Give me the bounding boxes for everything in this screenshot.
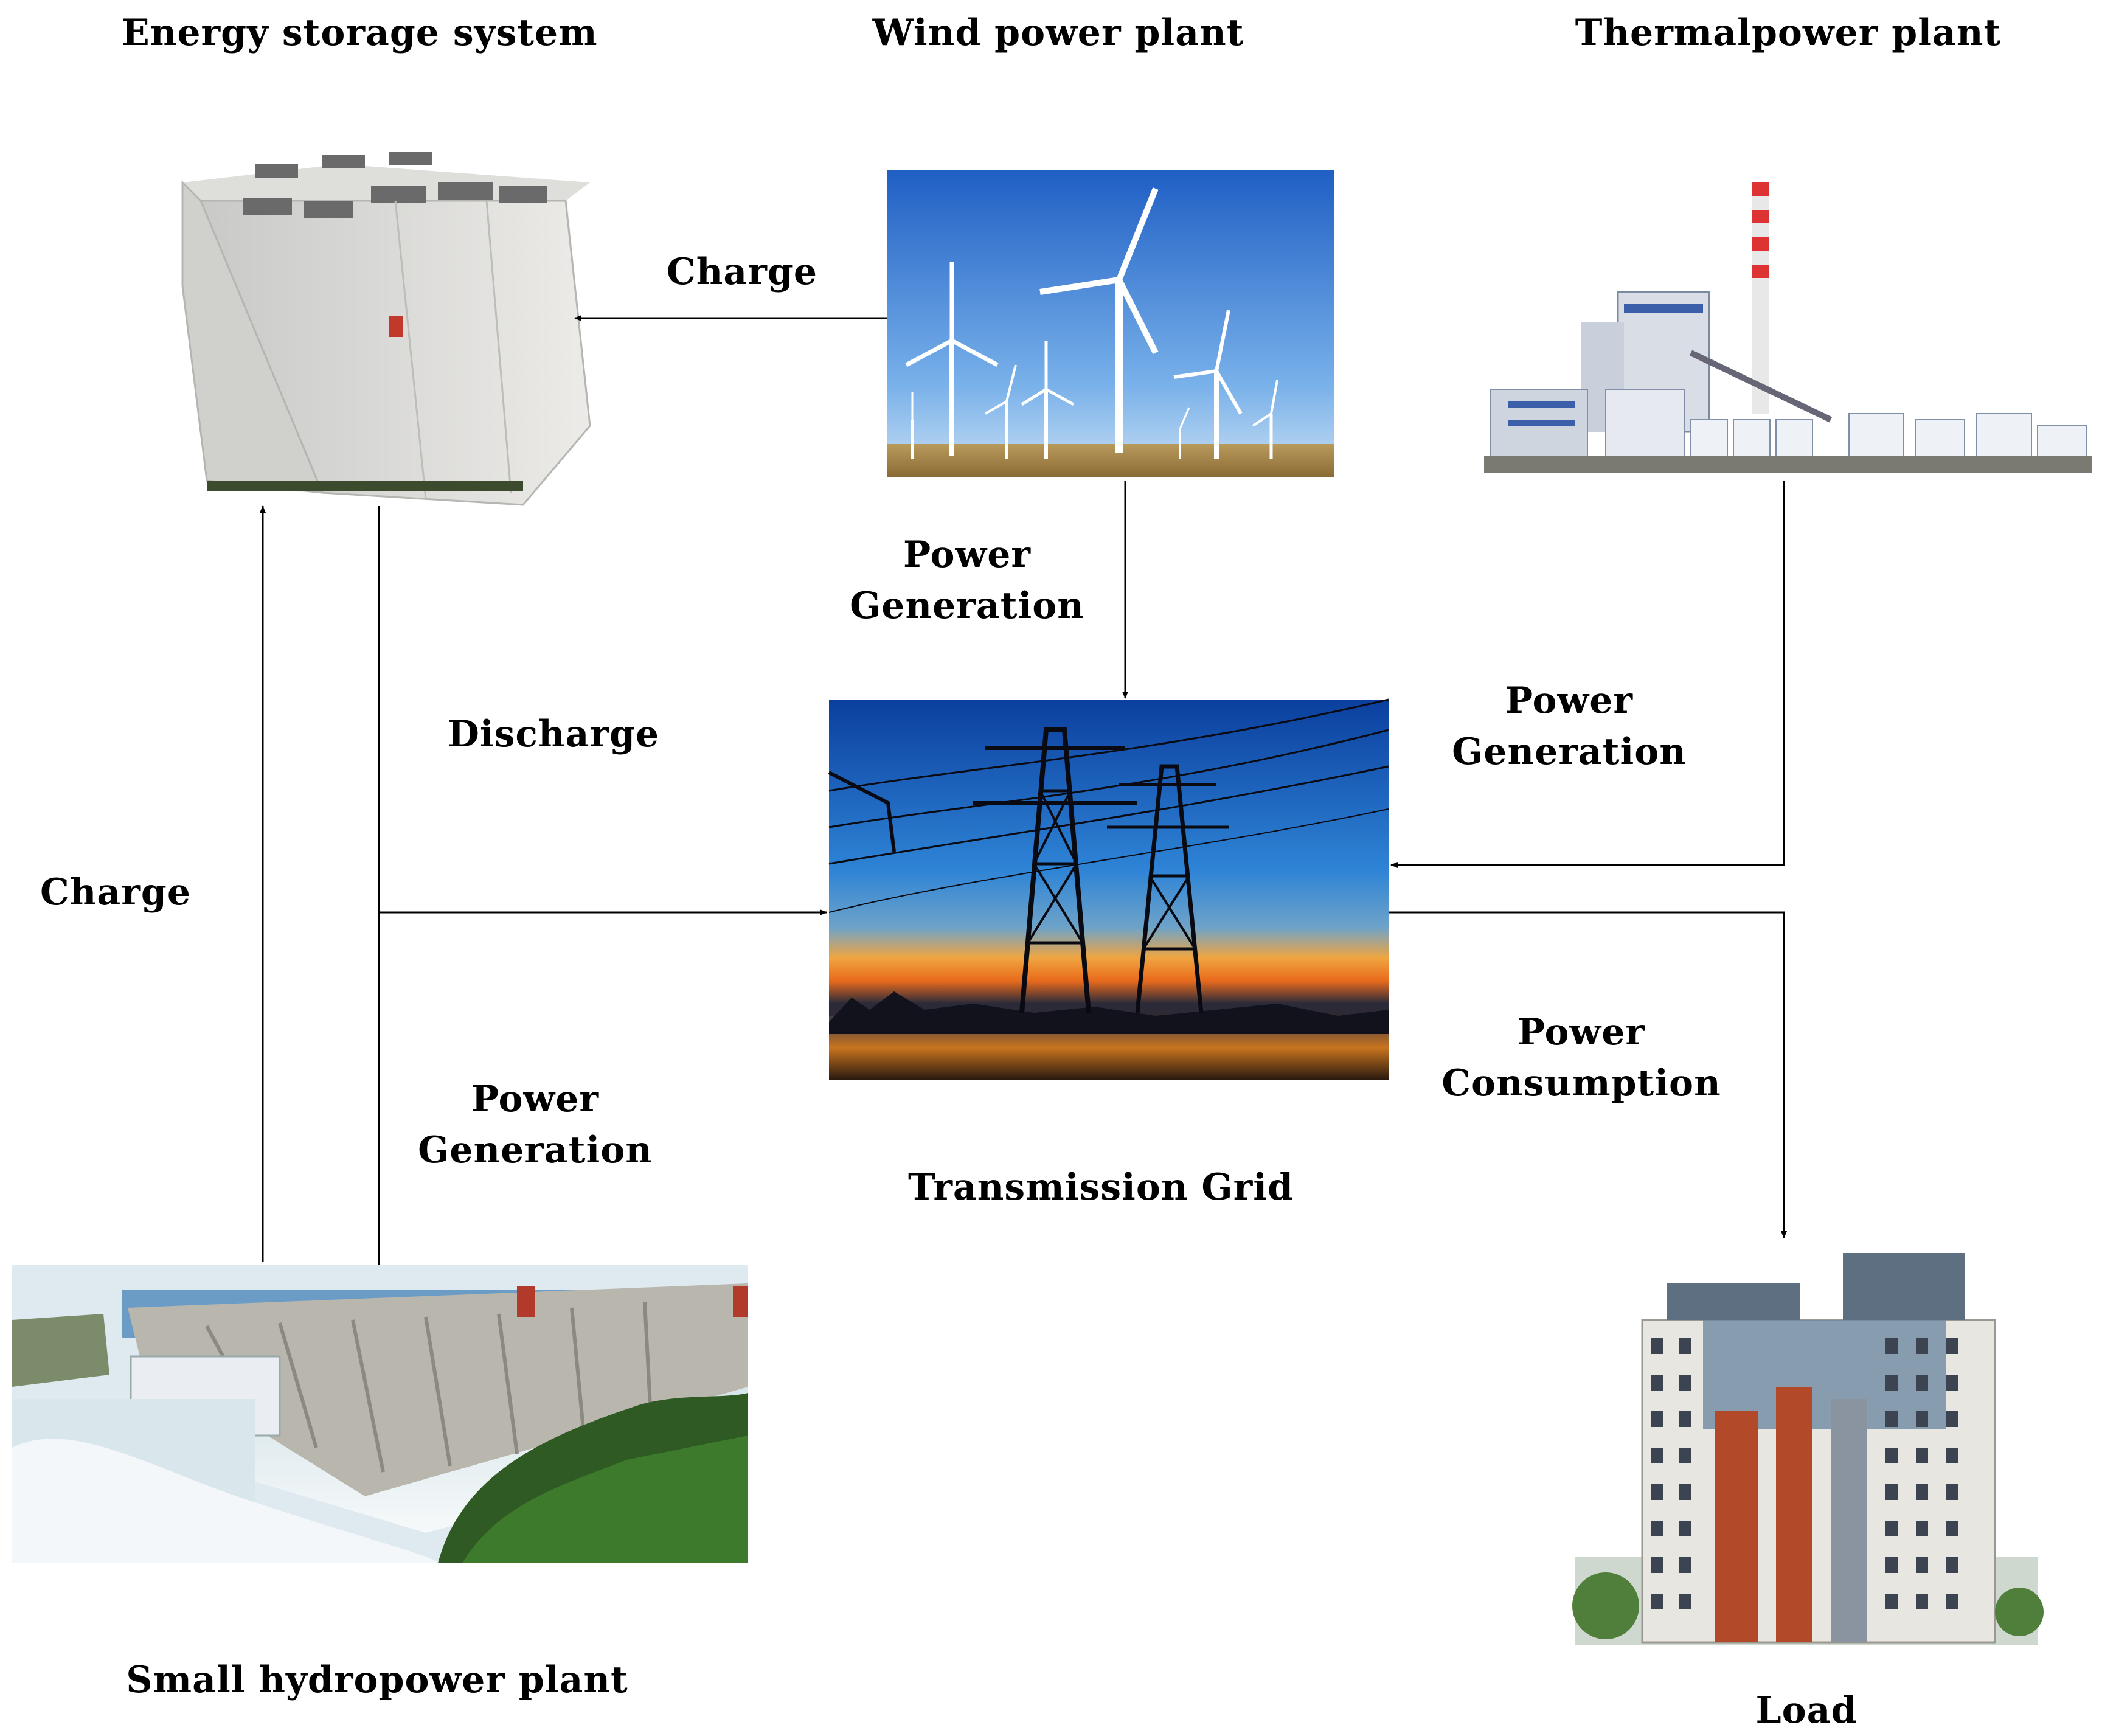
charge-label-hydro: Charge (40, 871, 191, 914)
wind-plant-image (887, 170, 1334, 477)
energy-storage-image (181, 152, 591, 506)
load-title: Load (1755, 1689, 1857, 1732)
load-building-image (1572, 1253, 2044, 1645)
connectors (260, 315, 1787, 1265)
arrow-grid-to-load (1389, 911, 1787, 1238)
wind-plant-title: Wind power plant (872, 12, 1244, 54)
discharge-label: Discharge (447, 713, 660, 755)
arrow-thermal-to-grid (1390, 481, 1785, 868)
hydro-plant-title: Small hydropower plant (126, 1659, 628, 1701)
thermal-plant-title: Thermalpower plant (1575, 12, 2002, 54)
grid-title: Transmission Grid (908, 1166, 1294, 1209)
charge-label-wind: Charge (667, 251, 817, 293)
hydropower-plant-image (12, 1265, 748, 1563)
energy-storage-title: Energy storage system (122, 12, 598, 54)
transmission-grid-image (828, 698, 1389, 1080)
thermal-plant-image (1484, 182, 2092, 473)
